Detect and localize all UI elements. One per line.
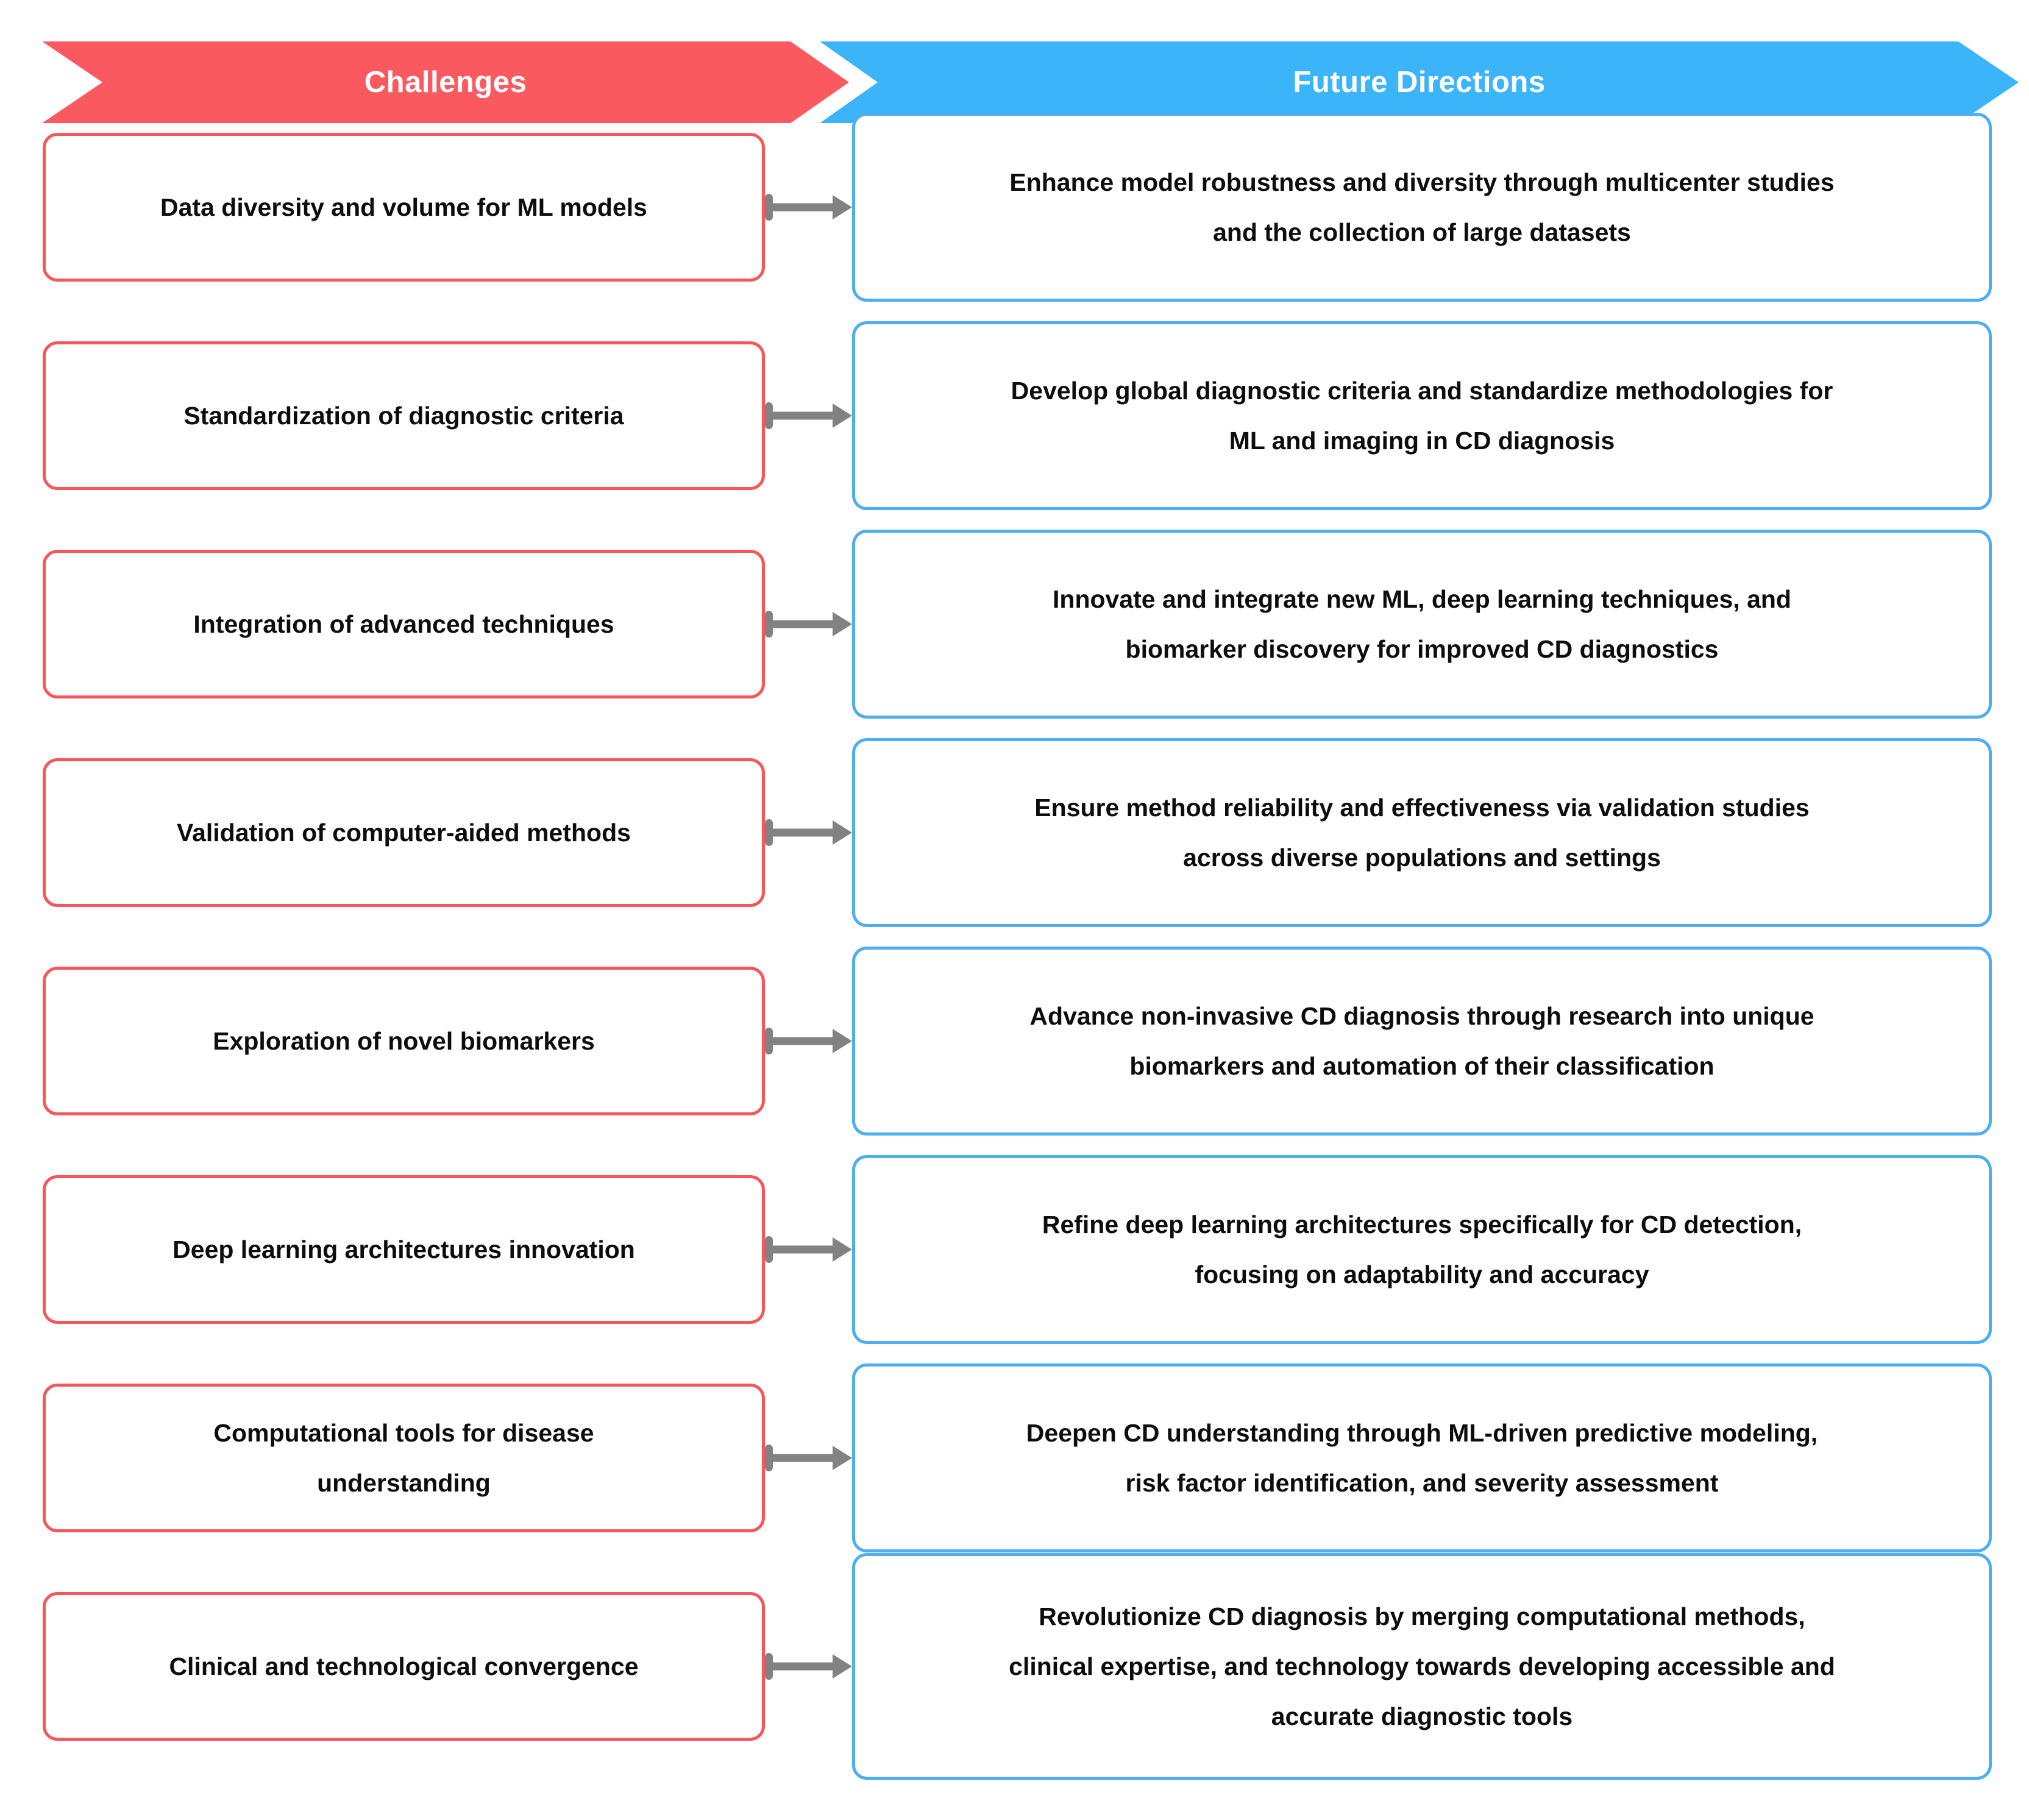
challenge-text: Integration of advanced techniques [193, 610, 614, 638]
connector [765, 1440, 852, 1476]
challenge-text: Exploration of novel biomarkers [213, 1027, 595, 1055]
challenge-box: Data diversity and volume for ML models [43, 133, 765, 282]
challenge-box: Exploration of novel biomarkers [43, 967, 765, 1115]
diagram-row: Clinical and technological convergence R… [0, 1553, 2029, 1780]
diagram-row: Integration of advanced techniques Innov… [0, 520, 2029, 728]
right-arrow-icon [765, 819, 852, 846]
challenge-text: Clinical and technological convergence [169, 1652, 639, 1680]
diagram-row: Standardization of diagnostic criteria D… [0, 311, 2029, 520]
future-box: Develop global diagnostic criteria and s… [852, 321, 1992, 510]
connector [765, 1231, 852, 1268]
future-box: Deepen CD understanding through ML-drive… [852, 1363, 1992, 1552]
diagram-row: Deep learning architectures innovation R… [0, 1145, 2029, 1354]
diagram-row: Computational tools for disease understa… [0, 1354, 2029, 1562]
future-text: Deepen CD understanding through ML-drive… [1026, 1419, 1818, 1497]
connector [765, 1023, 852, 1059]
future-directions-header-label: Future Directions [1293, 66, 1546, 99]
right-arrow-icon [765, 194, 852, 221]
challenge-text: Data diversity and volume for ML models [160, 193, 647, 221]
connector [765, 1648, 852, 1685]
future-box: Advance non-invasive CD diagnosis throug… [852, 947, 1992, 1136]
future-box: Enhance model robustness and diversity t… [852, 113, 1992, 302]
diagram-rows: Data diversity and volume for ML models … [0, 103, 2029, 1780]
challenge-box: Validation of computer-aided methods [43, 758, 765, 907]
challenge-text: Deep learning architectures innovation [172, 1235, 635, 1264]
future-box: Revolutionize CD diagnosis by merging co… [852, 1553, 1992, 1780]
future-text: Innovate and integrate new ML, deep lear… [1053, 585, 1791, 663]
diagram-row: Data diversity and volume for ML models … [0, 103, 2029, 311]
connector [765, 814, 852, 851]
challenges-header-banner: Challenges [42, 41, 849, 123]
challenge-box: Integration of advanced techniques [43, 550, 765, 698]
future-text: Develop global diagnostic criteria and s… [1011, 377, 1833, 455]
challenge-text: Computational tools for disease understa… [213, 1419, 594, 1497]
future-box: Innovate and integrate new ML, deep lear… [852, 530, 1992, 719]
future-text: Ensure method reliability and effectiven… [1034, 794, 1810, 872]
challenge-text: Validation of computer-aided methods [177, 819, 631, 847]
future-directions-header-banner: Future Directions [820, 41, 2019, 123]
future-text: Revolutionize CD diagnosis by merging co… [1009, 1602, 1835, 1730]
diagram-row: Validation of computer-aided methods Ens… [0, 728, 2029, 937]
right-arrow-icon [765, 611, 852, 638]
challenge-text: Standardization of diagnostic criteria [183, 402, 624, 430]
diagram-row: Exploration of novel biomarkers Advance … [0, 937, 2029, 1145]
future-box: Refine deep learning architectures speci… [852, 1155, 1992, 1344]
challenge-box: Deep learning architectures innovation [43, 1175, 765, 1324]
future-text: Advance non-invasive CD diagnosis throug… [1029, 1002, 1814, 1080]
right-arrow-icon [765, 402, 852, 429]
connector [765, 397, 852, 434]
right-arrow-icon [765, 1236, 852, 1263]
future-text: Enhance model robustness and diversity t… [1009, 168, 1835, 246]
connector [765, 189, 852, 226]
challenges-header-label: Challenges [364, 66, 527, 99]
right-arrow-icon [765, 1028, 852, 1054]
right-arrow-icon [765, 1653, 852, 1680]
challenge-box: Standardization of diagnostic criteria [43, 341, 765, 490]
challenge-box: Clinical and technological convergence [43, 1592, 765, 1741]
future-text: Refine deep learning architectures speci… [1042, 1210, 1802, 1289]
future-box: Ensure method reliability and effectiven… [852, 738, 1992, 927]
right-arrow-icon [765, 1445, 852, 1471]
connector [765, 606, 852, 642]
challenge-box: Computational tools for disease understa… [43, 1384, 765, 1532]
